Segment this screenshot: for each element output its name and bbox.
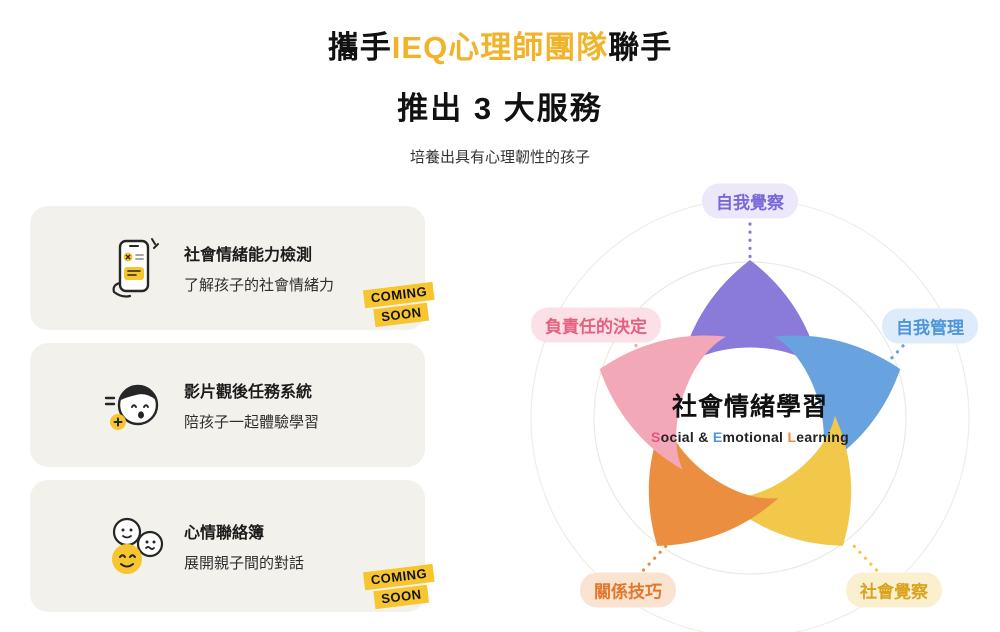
connector-self-management — [886, 332, 916, 364]
service-description: 了解孩子的社會情緒力 — [184, 277, 335, 294]
sel-diagram: 自我覺察 自我管理 社會覺察 關係技巧 負責任的決定 社會情緒學習 Social… — [490, 180, 1000, 632]
phone-assessment-icon — [112, 238, 159, 298]
label-self-management: 自我管理 — [882, 308, 978, 344]
page-subtitle: 培養出具有心理韌性的孩子 — [409, 149, 590, 166]
sel-center-text: 社會情緒學習 Social & Emotional Learning — [590, 387, 910, 445]
service-title: 影片觀後任務系統 — [184, 384, 313, 401]
label-relationship-skills: 關係技巧 — [580, 572, 676, 608]
service-description: 陪孩子一起體驗學習 — [184, 414, 320, 431]
services-list: 社會情緒能力檢測 了解孩子的社會情緒力 COMING SOON 影片觀後任務系統… — [30, 206, 435, 612]
service-card-text: 社會情緒能力檢測 了解孩子的社會情緒力 — [184, 241, 334, 295]
sel-sub-l: L — [787, 429, 797, 445]
pinwheel-petals — [599, 260, 901, 546]
label-self-awareness: 自我覺察 — [702, 183, 798, 219]
sel-sub-ocial: ocial — [660, 429, 699, 445]
coming-soon-badge: COMING SOON — [362, 281, 437, 328]
petal-self-management — [774, 335, 901, 470]
coming-soon-line2: SOON — [372, 302, 430, 328]
page-title-line2: 推出 3 大服務 — [397, 91, 603, 126]
title-suffix: 聯手 — [608, 30, 673, 65]
petal-responsible-decision — [599, 335, 726, 470]
child-face-icon — [104, 384, 159, 430]
label-responsible-decision: 負責任的決定 — [531, 307, 661, 343]
mood-faces-icon — [112, 517, 164, 574]
petal-relationship-skills — [648, 415, 779, 546]
coming-soon-line2: SOON — [372, 584, 430, 610]
service-card-text: 心情聯絡簿 展開親子間的對話 — [184, 519, 304, 573]
title-highlight: IEQ心理師團隊 — [391, 30, 609, 65]
page-title-line1: 攜手IEQ心理師團隊聯手 — [0, 22, 1000, 67]
connector-social-awareness — [852, 544, 884, 578]
sel-sub-s: S — [651, 429, 661, 445]
sel-sub-e: E — [712, 429, 723, 445]
coming-soon-badge: COMING SOON — [362, 563, 437, 610]
label-social-awareness: 社會覺察 — [846, 572, 942, 608]
sel-center-title: 社會情緒學習 — [671, 393, 828, 421]
service-title: 社會情緒能力檢測 — [184, 247, 313, 264]
title-prefix: 攜手 — [327, 30, 392, 65]
sel-english-subtitle: Social & Emotional Learning — [590, 429, 910, 445]
sel-sub-amp: & — [698, 429, 713, 445]
sel-sub-earning: earning — [796, 429, 849, 445]
service-card-assessment: 社會情緒能力檢測 了解孩子的社會情緒力 COMING SOON — [30, 206, 435, 330]
page-header: 攜手IEQ心理師團隊聯手 推出 3 大服務 培養出具有心理韌性的孩子 — [0, 22, 1000, 167]
sel-sub-motional: motional — [722, 429, 788, 445]
service-card-text: 影片觀後任務系統 陪孩子一起體驗學習 — [184, 378, 319, 432]
service-card-mood-journal: 心情聯絡簿 展開親子間的對話 COMING SOON — [30, 480, 435, 612]
connector-relationship-skills — [636, 544, 668, 578]
service-title: 心情聯絡簿 — [184, 525, 265, 542]
service-card-video-tasks: 影片觀後任務系統 陪孩子一起體驗學習 — [30, 343, 425, 467]
service-description: 展開親子間的對話 — [184, 555, 305, 572]
